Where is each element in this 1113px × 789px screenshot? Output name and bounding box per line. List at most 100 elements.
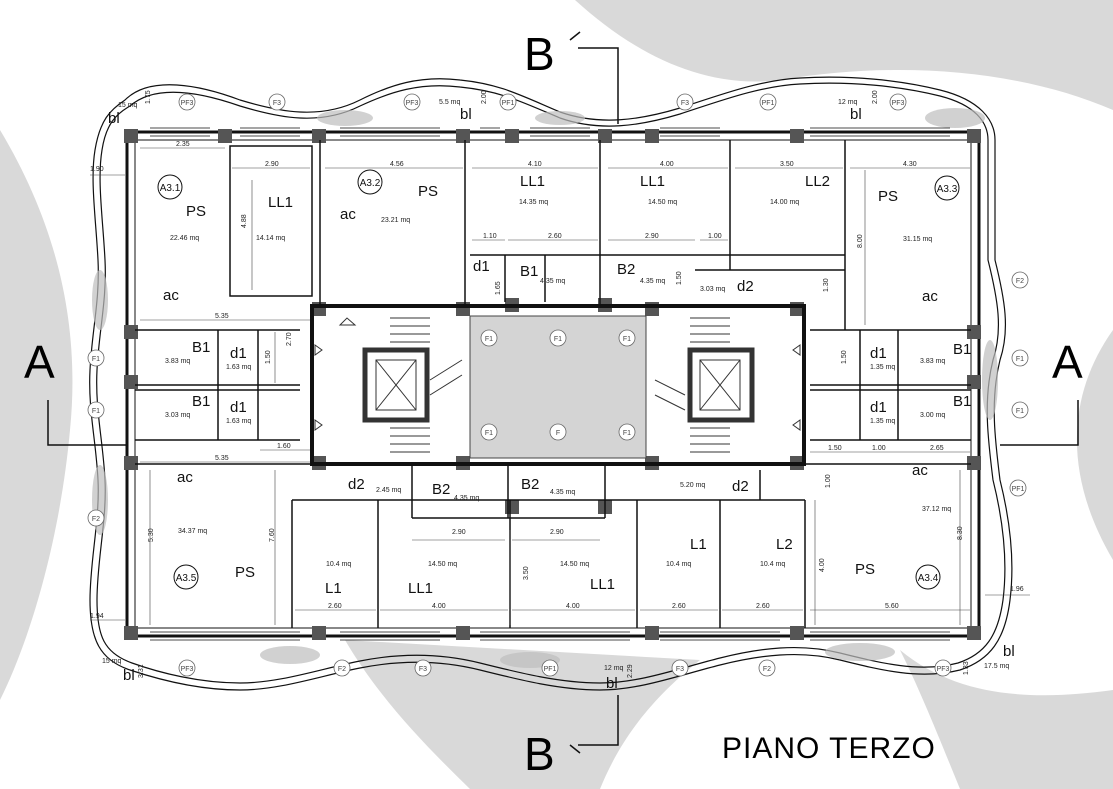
dimension-label: 2.70: [286, 332, 293, 346]
dimension-label: 1.90: [90, 166, 104, 173]
area-label: 15 mq: [118, 102, 138, 109]
dimension-label: 2.90: [550, 529, 564, 536]
interior-walls: [135, 140, 971, 628]
dimension-label: 2.60: [672, 603, 686, 610]
tag-label: PF3: [406, 100, 419, 107]
dimension-label: 7.60: [269, 528, 276, 542]
room-label: d1: [230, 399, 247, 416]
section-lines: [47, 31, 1079, 754]
area-label: 4.35 mq: [640, 278, 665, 285]
dimension-label: 1.50: [841, 350, 848, 364]
area-label: 3.00 mq: [920, 412, 945, 419]
area-label: 3.03 mq: [165, 412, 190, 419]
tag-label: F1: [1016, 408, 1024, 415]
drawing-title: PIANO TERZO: [722, 732, 936, 765]
room-label: d2: [348, 476, 365, 493]
room-label: d2: [737, 278, 754, 295]
room-label: d2: [732, 478, 749, 495]
room-label: ac: [912, 462, 928, 479]
dimension-label: 1.75: [145, 90, 152, 104]
dimension-label: 5.30: [148, 528, 155, 542]
room-label: ac: [340, 206, 356, 223]
area-label: 1.35 mq: [870, 418, 895, 425]
area-label: 10.4 mq: [666, 561, 691, 568]
equipment-tags: [87, 93, 1029, 677]
tag-label: PF1: [502, 100, 515, 107]
apartment-circles: [157, 169, 960, 590]
dimension-label: 1.96: [1010, 586, 1024, 593]
area-label: 31.15 mq: [903, 236, 932, 243]
dimension-label: 2.00: [481, 90, 488, 104]
room-label: B1: [953, 393, 971, 410]
dimension-label: 1.50: [265, 350, 272, 364]
dimension-label: 2.00: [872, 90, 879, 104]
text-layer: A3.1 A3.2 A3.3 A3.4 A3.5 PS LL1 PS ac LL…: [24, 28, 1083, 780]
area-label: 15 mq: [102, 658, 122, 665]
room-label: bl: [460, 106, 472, 123]
dimension-label: 1.00: [872, 445, 886, 452]
room-label: B1: [520, 263, 538, 280]
room-label: B2: [521, 476, 539, 493]
room-label: PS: [855, 561, 875, 578]
dimension-label: 1.50: [828, 445, 842, 452]
tag-label: F1: [92, 356, 100, 363]
room-label: LL1: [408, 580, 433, 597]
area-label: 1.63 mq: [226, 364, 251, 371]
dimension-label: 1.65: [495, 281, 502, 295]
tag-label: PF3: [937, 666, 950, 673]
dimension-lines: [90, 147, 1030, 625]
apartment-label: A3.3: [937, 184, 958, 195]
room-label: LL1: [268, 194, 293, 211]
room-label: d1: [473, 258, 490, 275]
tag-label: F3: [273, 100, 281, 107]
section-mark-a-left: A: [24, 336, 55, 388]
dimension-label: 1.00: [825, 474, 832, 488]
dimension-label: 2.90: [452, 529, 466, 536]
area-label: 1.63 mq: [226, 418, 251, 425]
dimension-label: 1.60: [277, 443, 291, 450]
room-label: B2: [617, 261, 635, 278]
tag-label: PF3: [181, 100, 194, 107]
room-label: d1: [230, 345, 247, 362]
area-label: 14.50 mq: [428, 561, 457, 568]
area-label: 4.35 mq: [540, 278, 565, 285]
room-label: bl: [123, 667, 135, 684]
area-label: 14.35 mq: [519, 199, 548, 206]
dimension-label: 5.35: [215, 455, 229, 462]
dimension-label: 2.90: [645, 233, 659, 240]
room-label: LL1: [520, 173, 545, 190]
tag-label: PF3: [181, 666, 194, 673]
area-label: 34.37 mq: [178, 528, 207, 535]
dimension-label: 2.60: [548, 233, 562, 240]
room-label: B1: [953, 341, 971, 358]
room-label: bl: [1003, 643, 1015, 660]
room-label: ac: [163, 287, 179, 304]
dimension-label: 4.00: [566, 603, 580, 610]
area-label: 22.46 mq: [170, 235, 199, 242]
dimension-label: 1.50: [676, 271, 683, 285]
dimension-label: 1.33: [963, 661, 970, 675]
dimension-label: 4.10: [528, 161, 542, 168]
area-label: 12 mq: [604, 665, 624, 672]
dimension-label: 2.60: [328, 603, 342, 610]
room-label: PS: [186, 203, 206, 220]
dimension-label: 2.29: [627, 664, 634, 678]
tag-label: F2: [763, 666, 771, 673]
tag-label: F2: [338, 666, 346, 673]
dimension-label: 4.00: [819, 558, 826, 572]
room-label: B1: [192, 393, 210, 410]
dimension-label: 1.30: [823, 278, 830, 292]
dimension-label: 8.00: [857, 234, 864, 248]
dimension-label: 2.35: [176, 141, 190, 148]
room-label: d1: [870, 399, 887, 416]
section-mark-b-bottom: B: [524, 728, 555, 780]
dimension-label: 3.31: [138, 664, 145, 678]
stairs-elevators: [314, 317, 801, 453]
tag-label: F3: [419, 666, 427, 673]
room-label: PS: [235, 564, 255, 581]
tag-label: F1: [485, 430, 493, 437]
columns: [124, 129, 981, 640]
area-label: 23.21 mq: [381, 217, 410, 224]
tag-label: F1: [92, 408, 100, 415]
